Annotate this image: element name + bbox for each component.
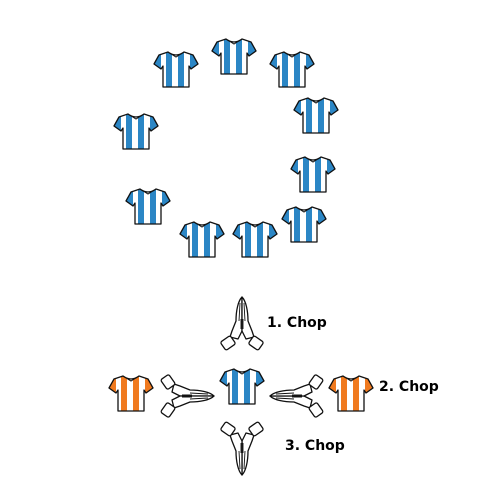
chop-label-1: 1. Chop <box>267 315 327 331</box>
jersey-icon <box>109 373 154 413</box>
praying-hands-icon <box>159 373 215 419</box>
praying-hands-icon <box>269 373 325 419</box>
jersey-icon <box>233 219 278 259</box>
jersey-icon <box>154 49 199 89</box>
praying-hands-icon <box>219 296 265 352</box>
jersey-icon <box>282 204 327 244</box>
jersey-icon <box>180 219 225 259</box>
chop-label-2: 2. Chop <box>379 379 439 395</box>
jersey-icon <box>126 186 171 226</box>
player-circle <box>114 36 339 259</box>
jersey-icon <box>212 36 257 76</box>
jersey-icon <box>270 49 315 89</box>
chop-drill: 1. Chop 2. Chop 3. Chop <box>109 296 439 476</box>
jersey-icon <box>114 111 159 151</box>
jersey-icon <box>291 154 336 194</box>
chop-label-3: 3. Chop <box>285 438 345 454</box>
praying-hands-icon <box>219 420 265 476</box>
jersey-icon <box>220 366 265 406</box>
jersey-icon <box>329 373 374 413</box>
jersey-icon <box>294 95 339 135</box>
